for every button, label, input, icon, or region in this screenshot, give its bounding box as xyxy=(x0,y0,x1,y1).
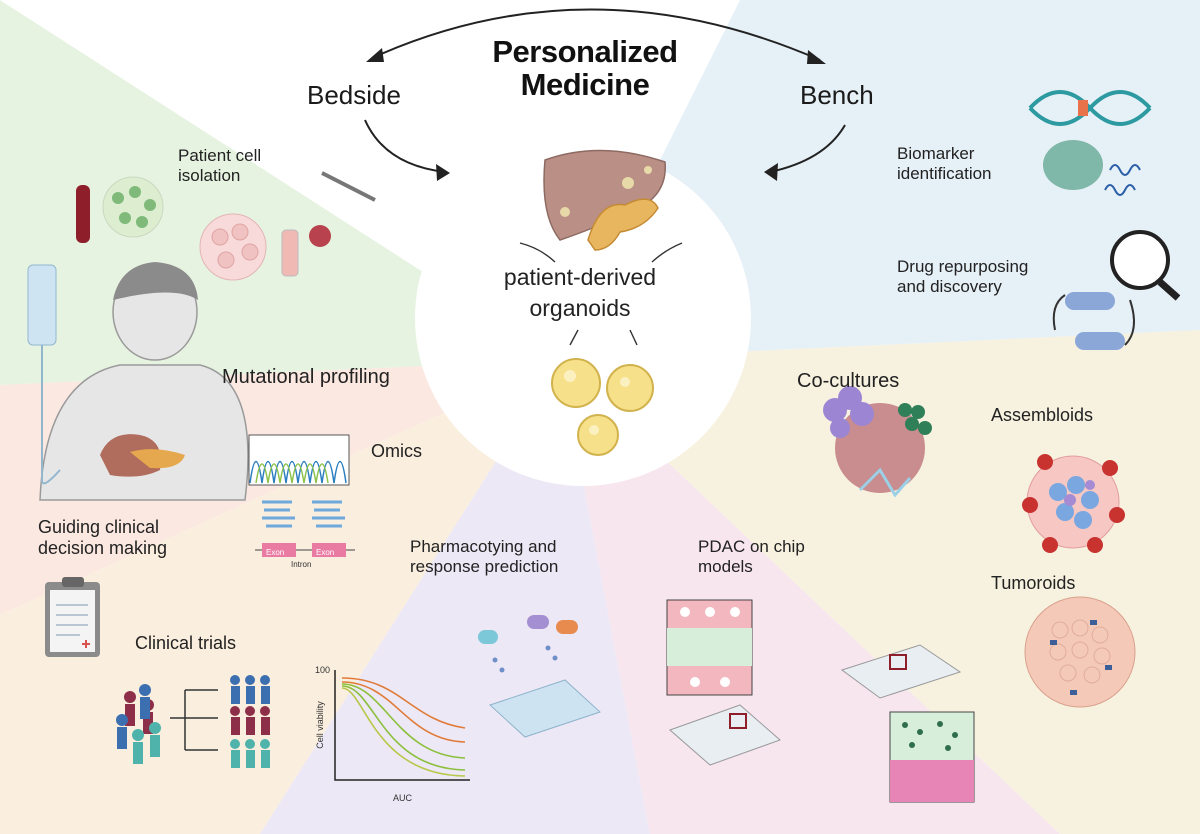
label-omics: Omics xyxy=(371,441,422,461)
patient-figure-icon xyxy=(27,262,249,501)
label-patient-cell-isolation: Patient cell isolation xyxy=(178,146,262,185)
arc-head-right xyxy=(807,50,826,64)
label-assembloids: Assembloids xyxy=(991,405,1094,425)
arc-head-left xyxy=(366,48,384,62)
drug-discovery-icon xyxy=(1052,230,1181,350)
center-label: patient-derived organoids xyxy=(503,264,657,322)
exon-label-2: Exon xyxy=(316,548,335,557)
label-co-cultures: Co-cultures xyxy=(797,370,900,392)
bench-label: Bench xyxy=(800,80,874,110)
label-clinical-trials: Clinical trials xyxy=(135,633,237,653)
label-tumoroids: Tumoroids xyxy=(991,573,1076,593)
label-pharmacotyping: Pharmacotying and response prediction xyxy=(410,537,559,576)
biomarker-icon xyxy=(1028,90,1152,196)
clipboard-icon xyxy=(45,577,100,657)
exon-label-1: Exon xyxy=(266,548,285,557)
viability-xlabel: AUC xyxy=(393,793,413,803)
label-guiding-clinical: Guiding clinical decision making xyxy=(38,517,168,558)
viability-curve-plot xyxy=(334,670,470,781)
pancreas-icon xyxy=(587,198,659,251)
intron-label: Intron xyxy=(291,560,312,569)
center-circle xyxy=(415,150,751,486)
bedside-arrow xyxy=(364,119,446,173)
label-pdac-chip: PDAC on chip models xyxy=(698,537,805,576)
viability-tick-100: 100 xyxy=(315,665,331,675)
exon-box-1 xyxy=(262,543,296,557)
clinical-trial-groups-icon xyxy=(116,675,270,768)
bedside-head xyxy=(436,164,450,181)
diagram-title: Personalized Medicine xyxy=(492,34,678,102)
exon-box-2 xyxy=(312,543,346,557)
cycle-arrows xyxy=(364,8,846,173)
assembloid-icon xyxy=(1022,454,1125,553)
label-drug-repurposing: Drug repurposing and discovery xyxy=(897,257,1029,296)
organ-on-chip-icon xyxy=(666,599,975,803)
bench-head xyxy=(764,163,778,181)
viability-ylabel: Cell viability xyxy=(314,701,325,749)
drug-plate-icon xyxy=(478,615,601,738)
bedside-label: Bedside xyxy=(307,80,401,110)
cell-isolation-icon xyxy=(76,171,376,281)
coculture-icon xyxy=(823,386,932,498)
top-arc-arrow xyxy=(371,8,821,61)
omics-chromatogram-icon xyxy=(248,434,355,557)
organoid-cluster-icon xyxy=(551,358,654,456)
bench-arrow xyxy=(769,124,846,173)
label-biomarker: Biomarker identification xyxy=(897,144,992,183)
label-mutational-profiling: Mutational profiling xyxy=(222,366,390,388)
tumoroid-icon xyxy=(1024,596,1136,708)
